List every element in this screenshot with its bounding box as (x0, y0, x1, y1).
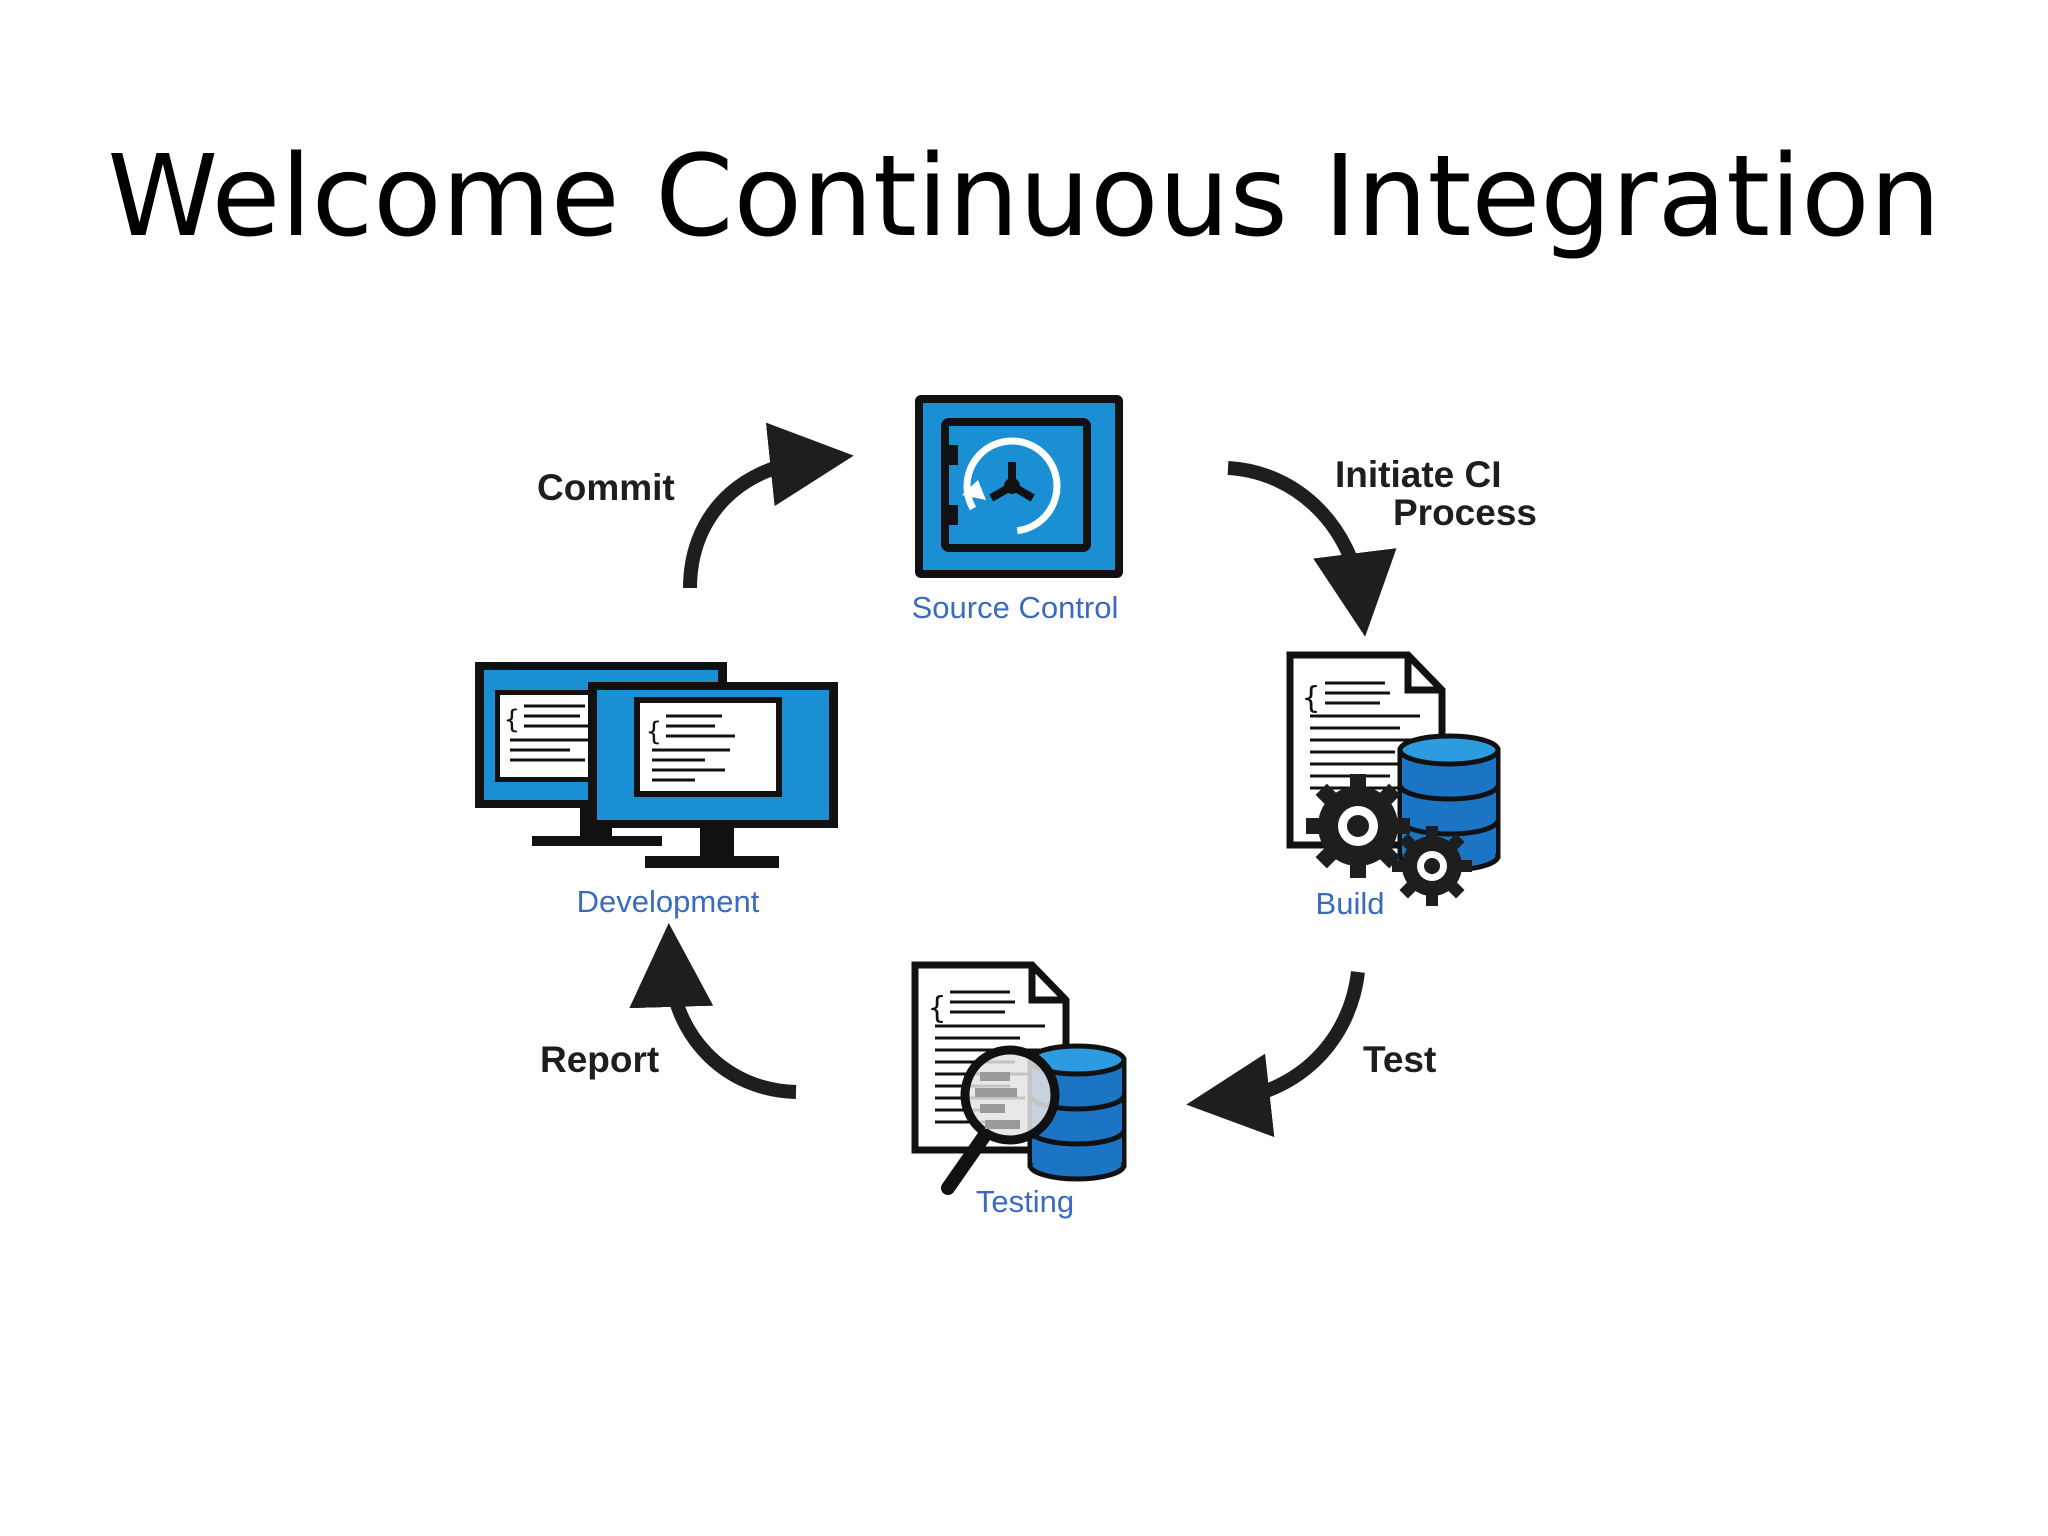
slide-title: Welcome Continuous Integration (107, 132, 1941, 262)
build-label: Build (1316, 886, 1385, 921)
commit-label: Commit (537, 467, 675, 508)
testing-label: Testing (976, 1184, 1074, 1219)
testing-icon: { (911, 961, 1127, 1195)
development-label: Development (577, 884, 760, 919)
svg-text:{: { (928, 991, 946, 1026)
initiate-ci-arrow (1227, 461, 1397, 637)
test-arrow (1186, 971, 1365, 1138)
svg-text:{: { (646, 717, 662, 747)
test-label: Test (1363, 1039, 1436, 1080)
source-control-vault-icon (915, 395, 1123, 578)
source-control-label: Source Control (912, 590, 1119, 625)
initiate-ci-label-line1: Initiate CI (1335, 454, 1502, 495)
svg-text:{: { (504, 705, 520, 735)
report-arrow (629, 923, 797, 1099)
initiate-ci-label-line2: Process (1393, 492, 1537, 533)
report-label: Report (540, 1039, 659, 1080)
svg-text:{: { (1302, 681, 1320, 716)
commit-arrow (683, 422, 854, 589)
development-monitors-icon: { { (475, 662, 838, 868)
build-icon: { (1286, 651, 1501, 906)
